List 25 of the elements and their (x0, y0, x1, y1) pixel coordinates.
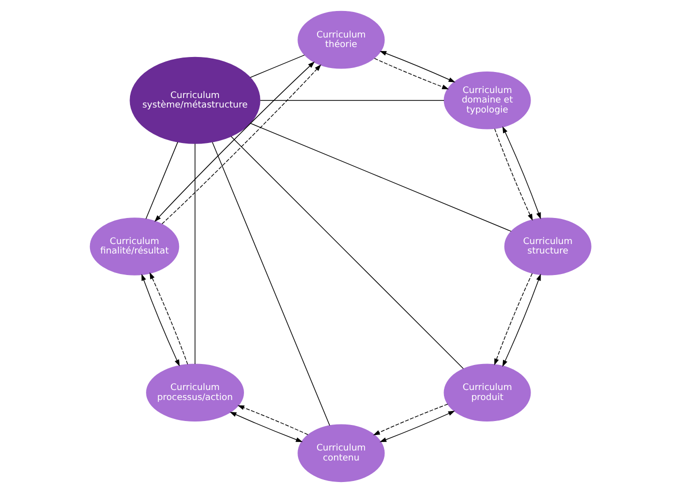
node-ellipse: Curriculum structure (504, 218, 591, 276)
arrow (372, 404, 448, 436)
node-ellipse: Curriculum produit (443, 364, 530, 422)
arrow (379, 410, 454, 442)
arrow (379, 50, 455, 82)
connector (249, 54, 304, 78)
connector (212, 142, 330, 426)
connector (145, 142, 178, 220)
node-ellipse: Curriculum domaine et typologie (443, 71, 530, 130)
arrow (502, 274, 540, 367)
arrow (502, 126, 540, 220)
connector (249, 122, 512, 232)
arrow (149, 272, 188, 365)
arrow (141, 274, 180, 366)
node-ellipse: Curriculum contenu (297, 424, 384, 482)
connector (230, 136, 464, 370)
connector (259, 100, 444, 101)
connector (194, 143, 195, 364)
node-ellipse: Curriculum système/métastructure (129, 56, 260, 144)
arrow (236, 405, 308, 435)
arrow (494, 128, 532, 221)
arrow (374, 58, 448, 90)
arrow (494, 273, 532, 366)
arrow (229, 412, 302, 442)
node-ellipse: Curriculum finalité/résultat (89, 218, 179, 276)
